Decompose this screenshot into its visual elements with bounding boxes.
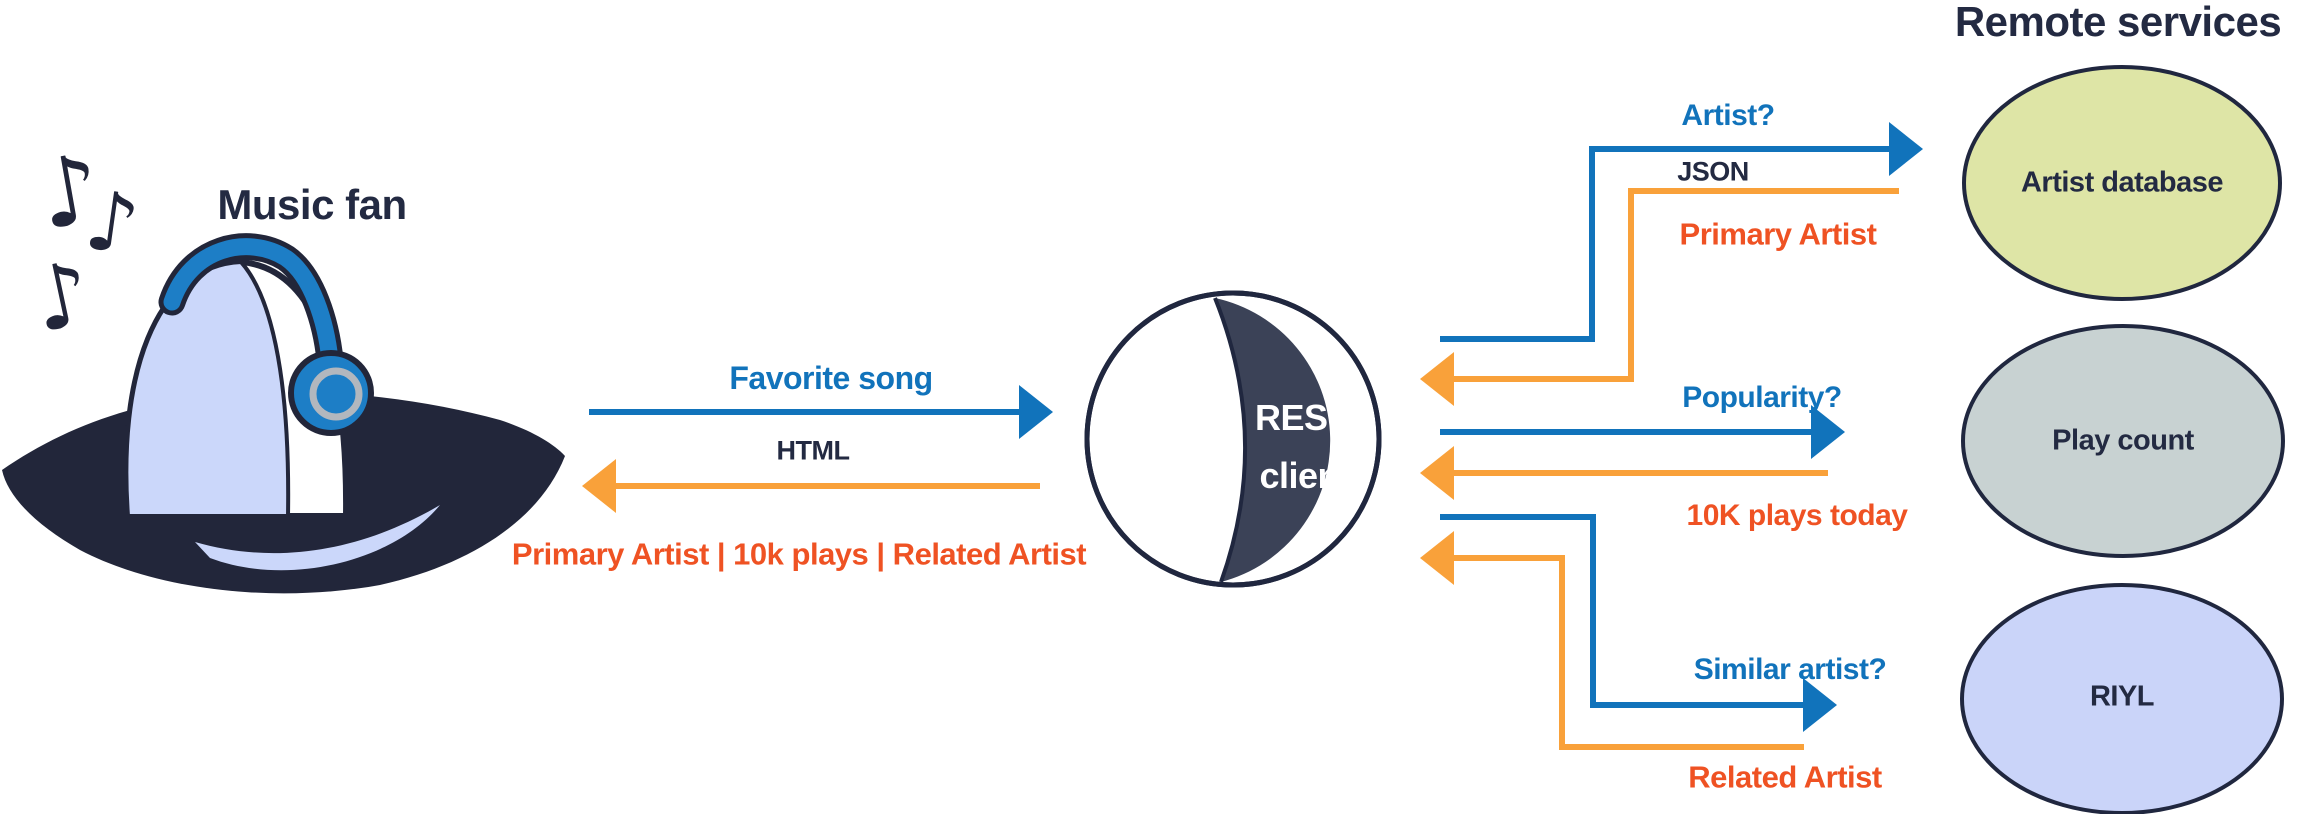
popularity-request-arrow: [1440, 405, 1845, 459]
service-label-artist-database: Artist database: [2020, 166, 2224, 199]
hat-brim-highlight: [195, 505, 440, 571]
popularity-response-arrow: [1420, 446, 1828, 500]
rest-client-divider: [1213, 297, 1247, 583]
headphone-band: [163, 238, 339, 369]
similar-response-arrow: [1420, 531, 1804, 750]
arrowhead-right-icon: [1811, 405, 1845, 459]
arrowhead-left-icon: [582, 459, 616, 513]
arrowhead-right-icon: [1803, 678, 1837, 732]
service-node-riyl: [1960, 583, 2284, 814]
artist-response-label: Primary Artist: [1679, 216, 1877, 252]
popularity-request-label: Popularity?: [1682, 381, 1842, 414]
remote-services-title: Remote services: [1954, 0, 2282, 45]
popularity-response-label: 10K plays today: [1686, 499, 1908, 532]
artist-request-label: Artist?: [1681, 99, 1775, 132]
json-label: JSON: [1677, 156, 1749, 187]
similar-request-arrow: [1440, 514, 1837, 732]
service-label-play-count: Play count: [2052, 424, 2194, 457]
arrowhead-right-icon: [1019, 385, 1053, 439]
service-label-riyl: RIYL: [2089, 680, 2155, 713]
artist-response-arrow: [1420, 188, 1899, 406]
headphone-earcup-ring: [309, 367, 363, 421]
arrowhead-right-icon: [1889, 122, 1923, 176]
service-node-play-count: [1961, 324, 2285, 558]
rest-client-node: [1084, 290, 1382, 588]
service-node-artist-database: [1962, 65, 2282, 301]
similar-response-label: Related Artist: [1688, 759, 1882, 795]
favorite-song-label: Favorite song: [729, 360, 933, 396]
rest-client-label-line2: client: [1259, 455, 1351, 496]
music-fan-title: Music fan: [217, 181, 407, 228]
user-request-arrow: [589, 385, 1053, 439]
arrowhead-left-icon: [1420, 531, 1454, 585]
music-fan-head-front: [124, 259, 291, 518]
music-fan-figure: [2, 233, 565, 594]
arrowhead-left-icon: [1420, 352, 1454, 406]
html-label: HTML: [776, 435, 850, 466]
arrowhead-left-icon: [1420, 446, 1454, 500]
artist-request-arrow: [1440, 122, 1923, 342]
similar-request-label: Similar artist?: [1693, 653, 1887, 686]
user-response-arrow: [582, 459, 1040, 513]
user-response-label: Primary Artist | 10k plays | Related Art…: [511, 536, 1087, 572]
rest-client-dark-segment: [1215, 298, 1331, 582]
rest-client-label-line1: REST: [1254, 397, 1350, 438]
